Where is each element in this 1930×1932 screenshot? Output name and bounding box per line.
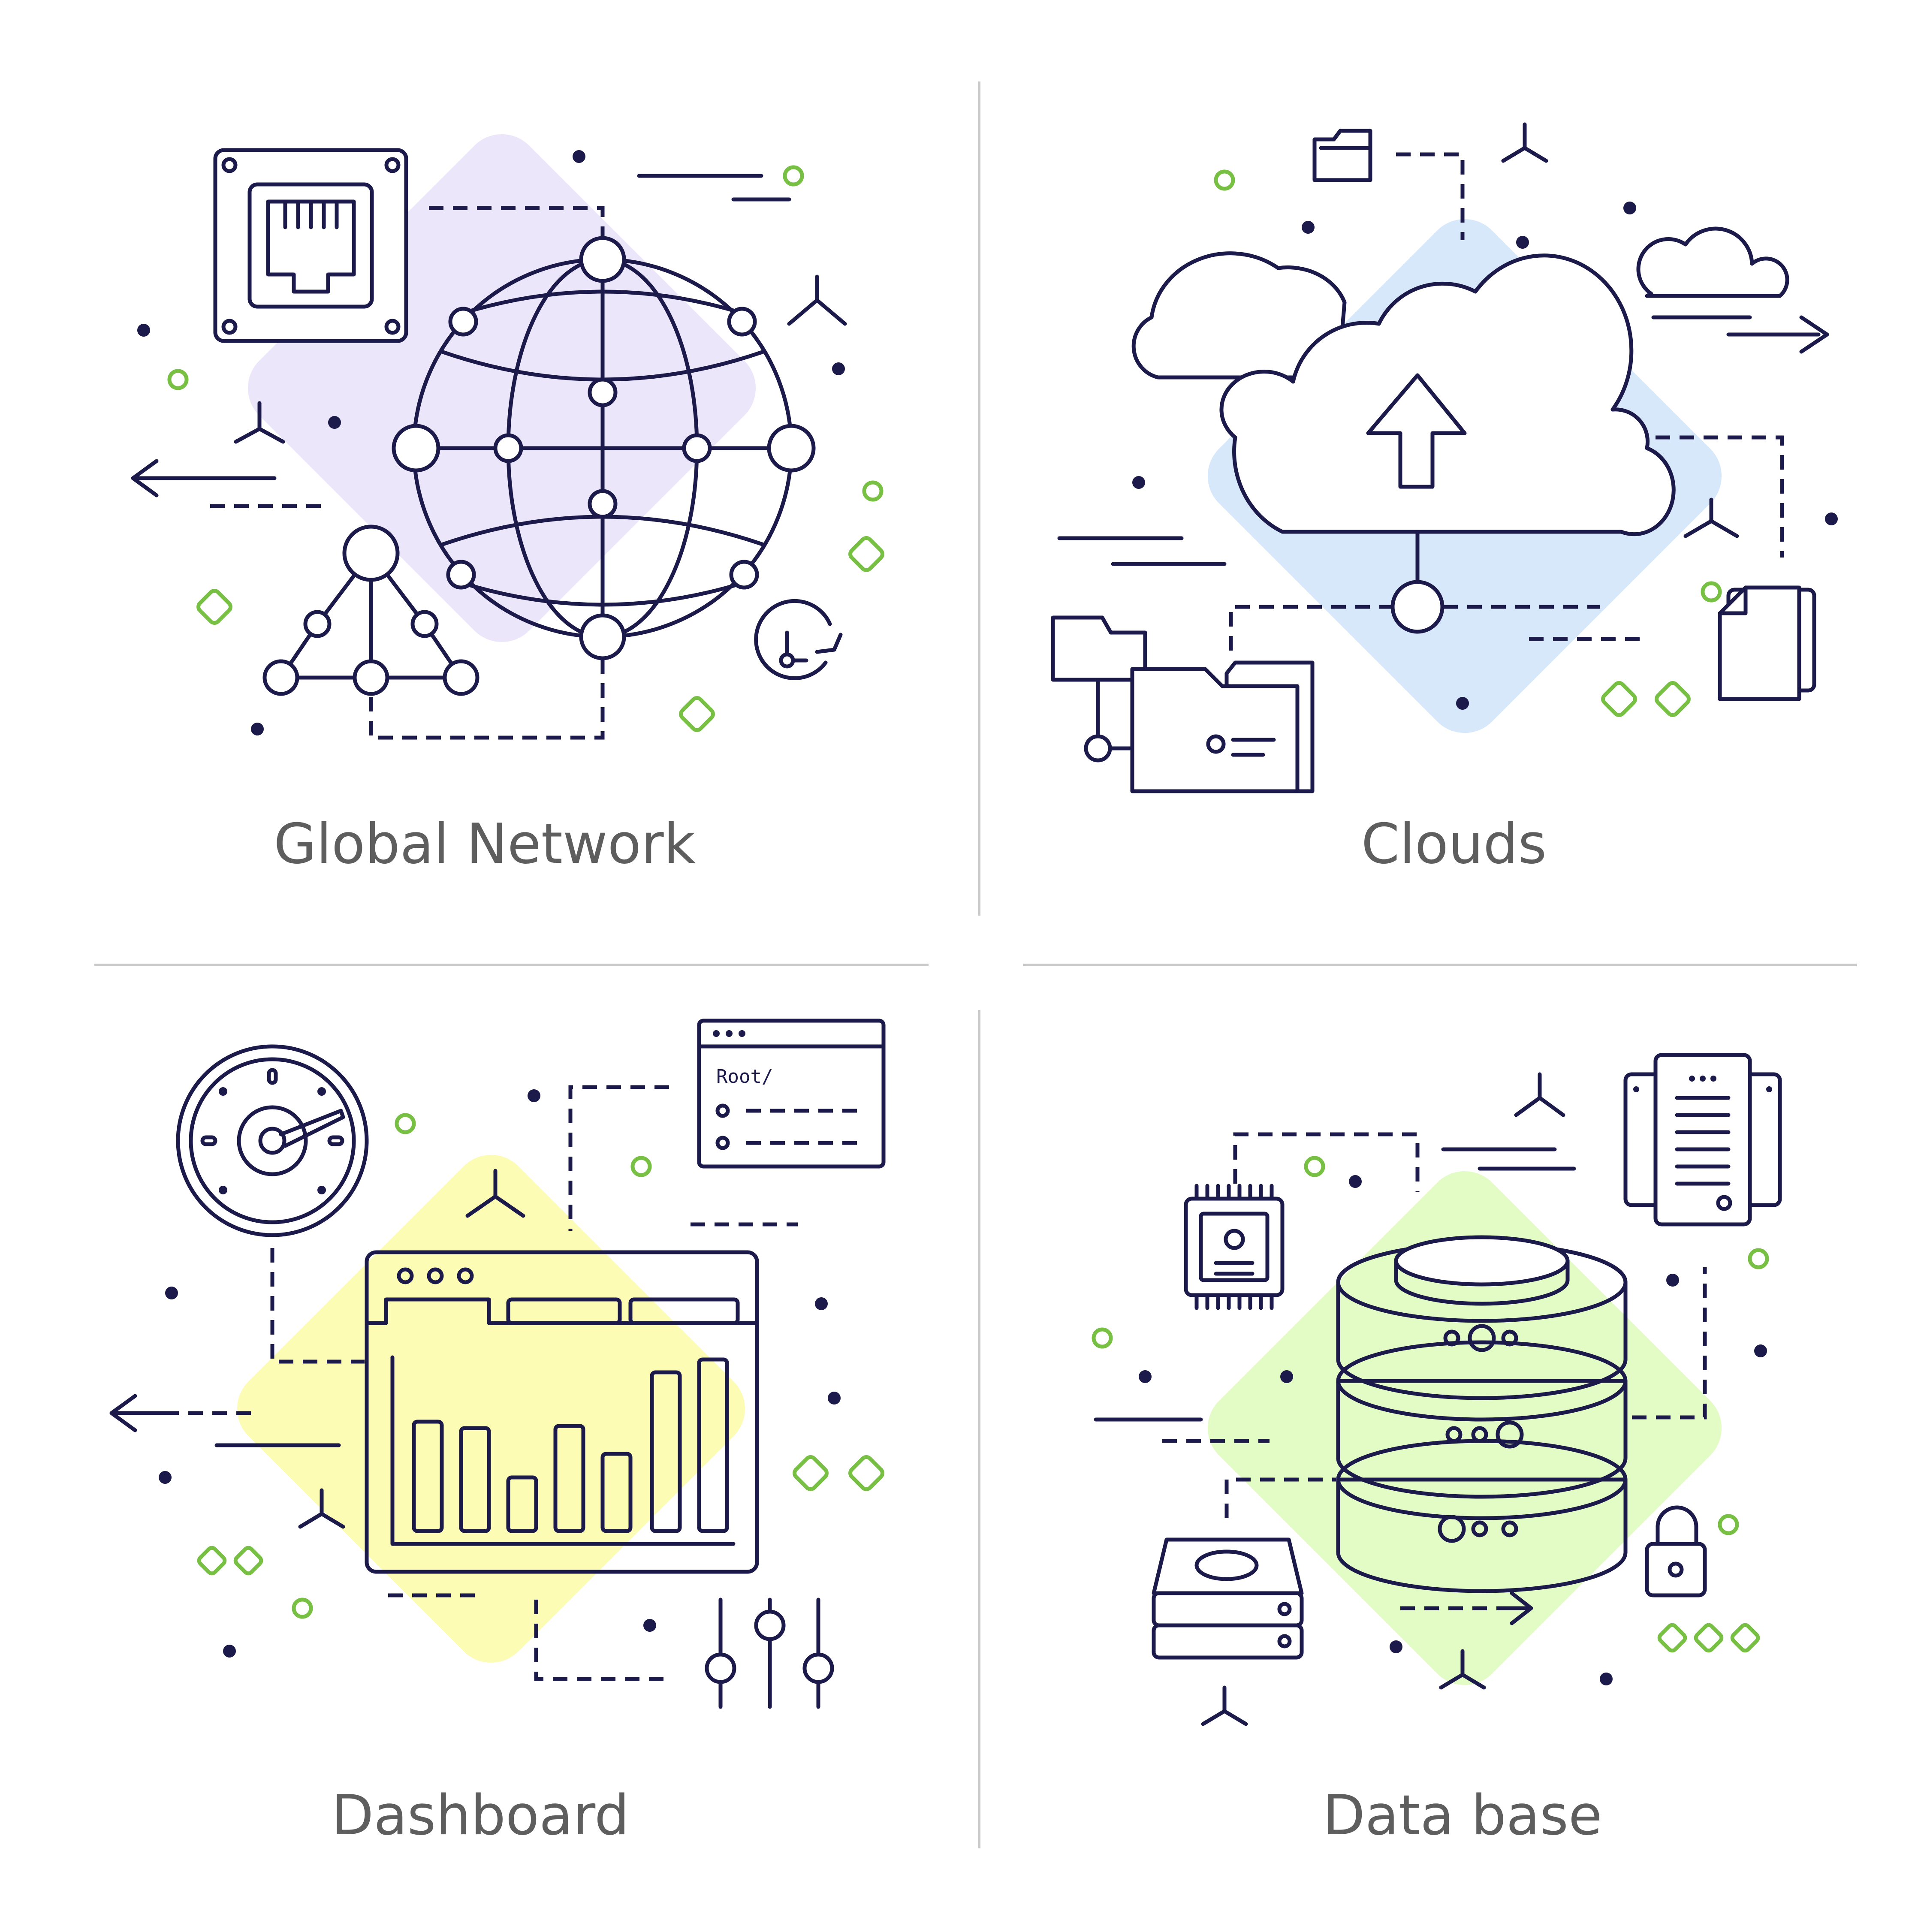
clouds-title: Clouds [1361,812,1547,876]
panel-clouds [1051,122,1838,793]
folder-icon [1051,615,1315,793]
globe-network-icon [392,236,816,660]
dashboard-title: Dashboard [331,1784,630,1848]
cloud-connectors [1057,122,1829,658]
hard-drive-icon [1152,1537,1304,1660]
decorative-green-shapes-4 [1092,1156,1769,1653]
server-document-icon [1623,1053,1782,1227]
decorative-green-shapes-2 [1214,169,1722,717]
decorative-dots-2 [1132,202,1838,710]
terminal-window-icon: Root/ [697,1019,886,1169]
global-network-title: Global Network [274,812,696,876]
terminal-path-label: Root/ [716,1066,773,1088]
documents-icon [1718,585,1816,701]
network-connectors [131,174,847,740]
decorative-dots-4 [1139,1175,1767,1685]
small-cloud-icon-2 [1636,226,1789,298]
ethernet-port-icon [213,148,408,343]
database-connectors [1094,1072,1707,1726]
database-title: Data base [1323,1784,1602,1848]
dashboard-connectors [109,1085,798,1681]
panel-global-network [131,134,884,740]
speedometer-icon [176,1044,369,1237]
small-cloud-icon [1131,251,1347,380]
clock-refresh-icon [754,599,843,680]
panel-dashboard: Root/ [109,1019,886,1709]
sliders-icon [705,1597,834,1709]
decorative-dots [137,150,845,735]
decorative-dots-3 [159,1089,841,1658]
panel-database [1092,1053,1782,1726]
yellow-diamond-background [237,1154,745,1663]
padlock-icon [1645,1505,1707,1597]
folder-icon-top [1312,129,1372,182]
decorative-green-shapes [167,165,884,732]
green-diamond-background [1207,1171,1722,1685]
decorative-green-shapes-3 [197,1113,884,1619]
database-icon [1336,1235,1628,1593]
triangle-network-icon [262,524,479,696]
cpu-chip-icon [1184,1184,1285,1310]
bar-chart-window-icon [365,1250,759,1574]
cloud-upload-icon [1219,253,1676,634]
divider-lines [94,81,1857,1848]
